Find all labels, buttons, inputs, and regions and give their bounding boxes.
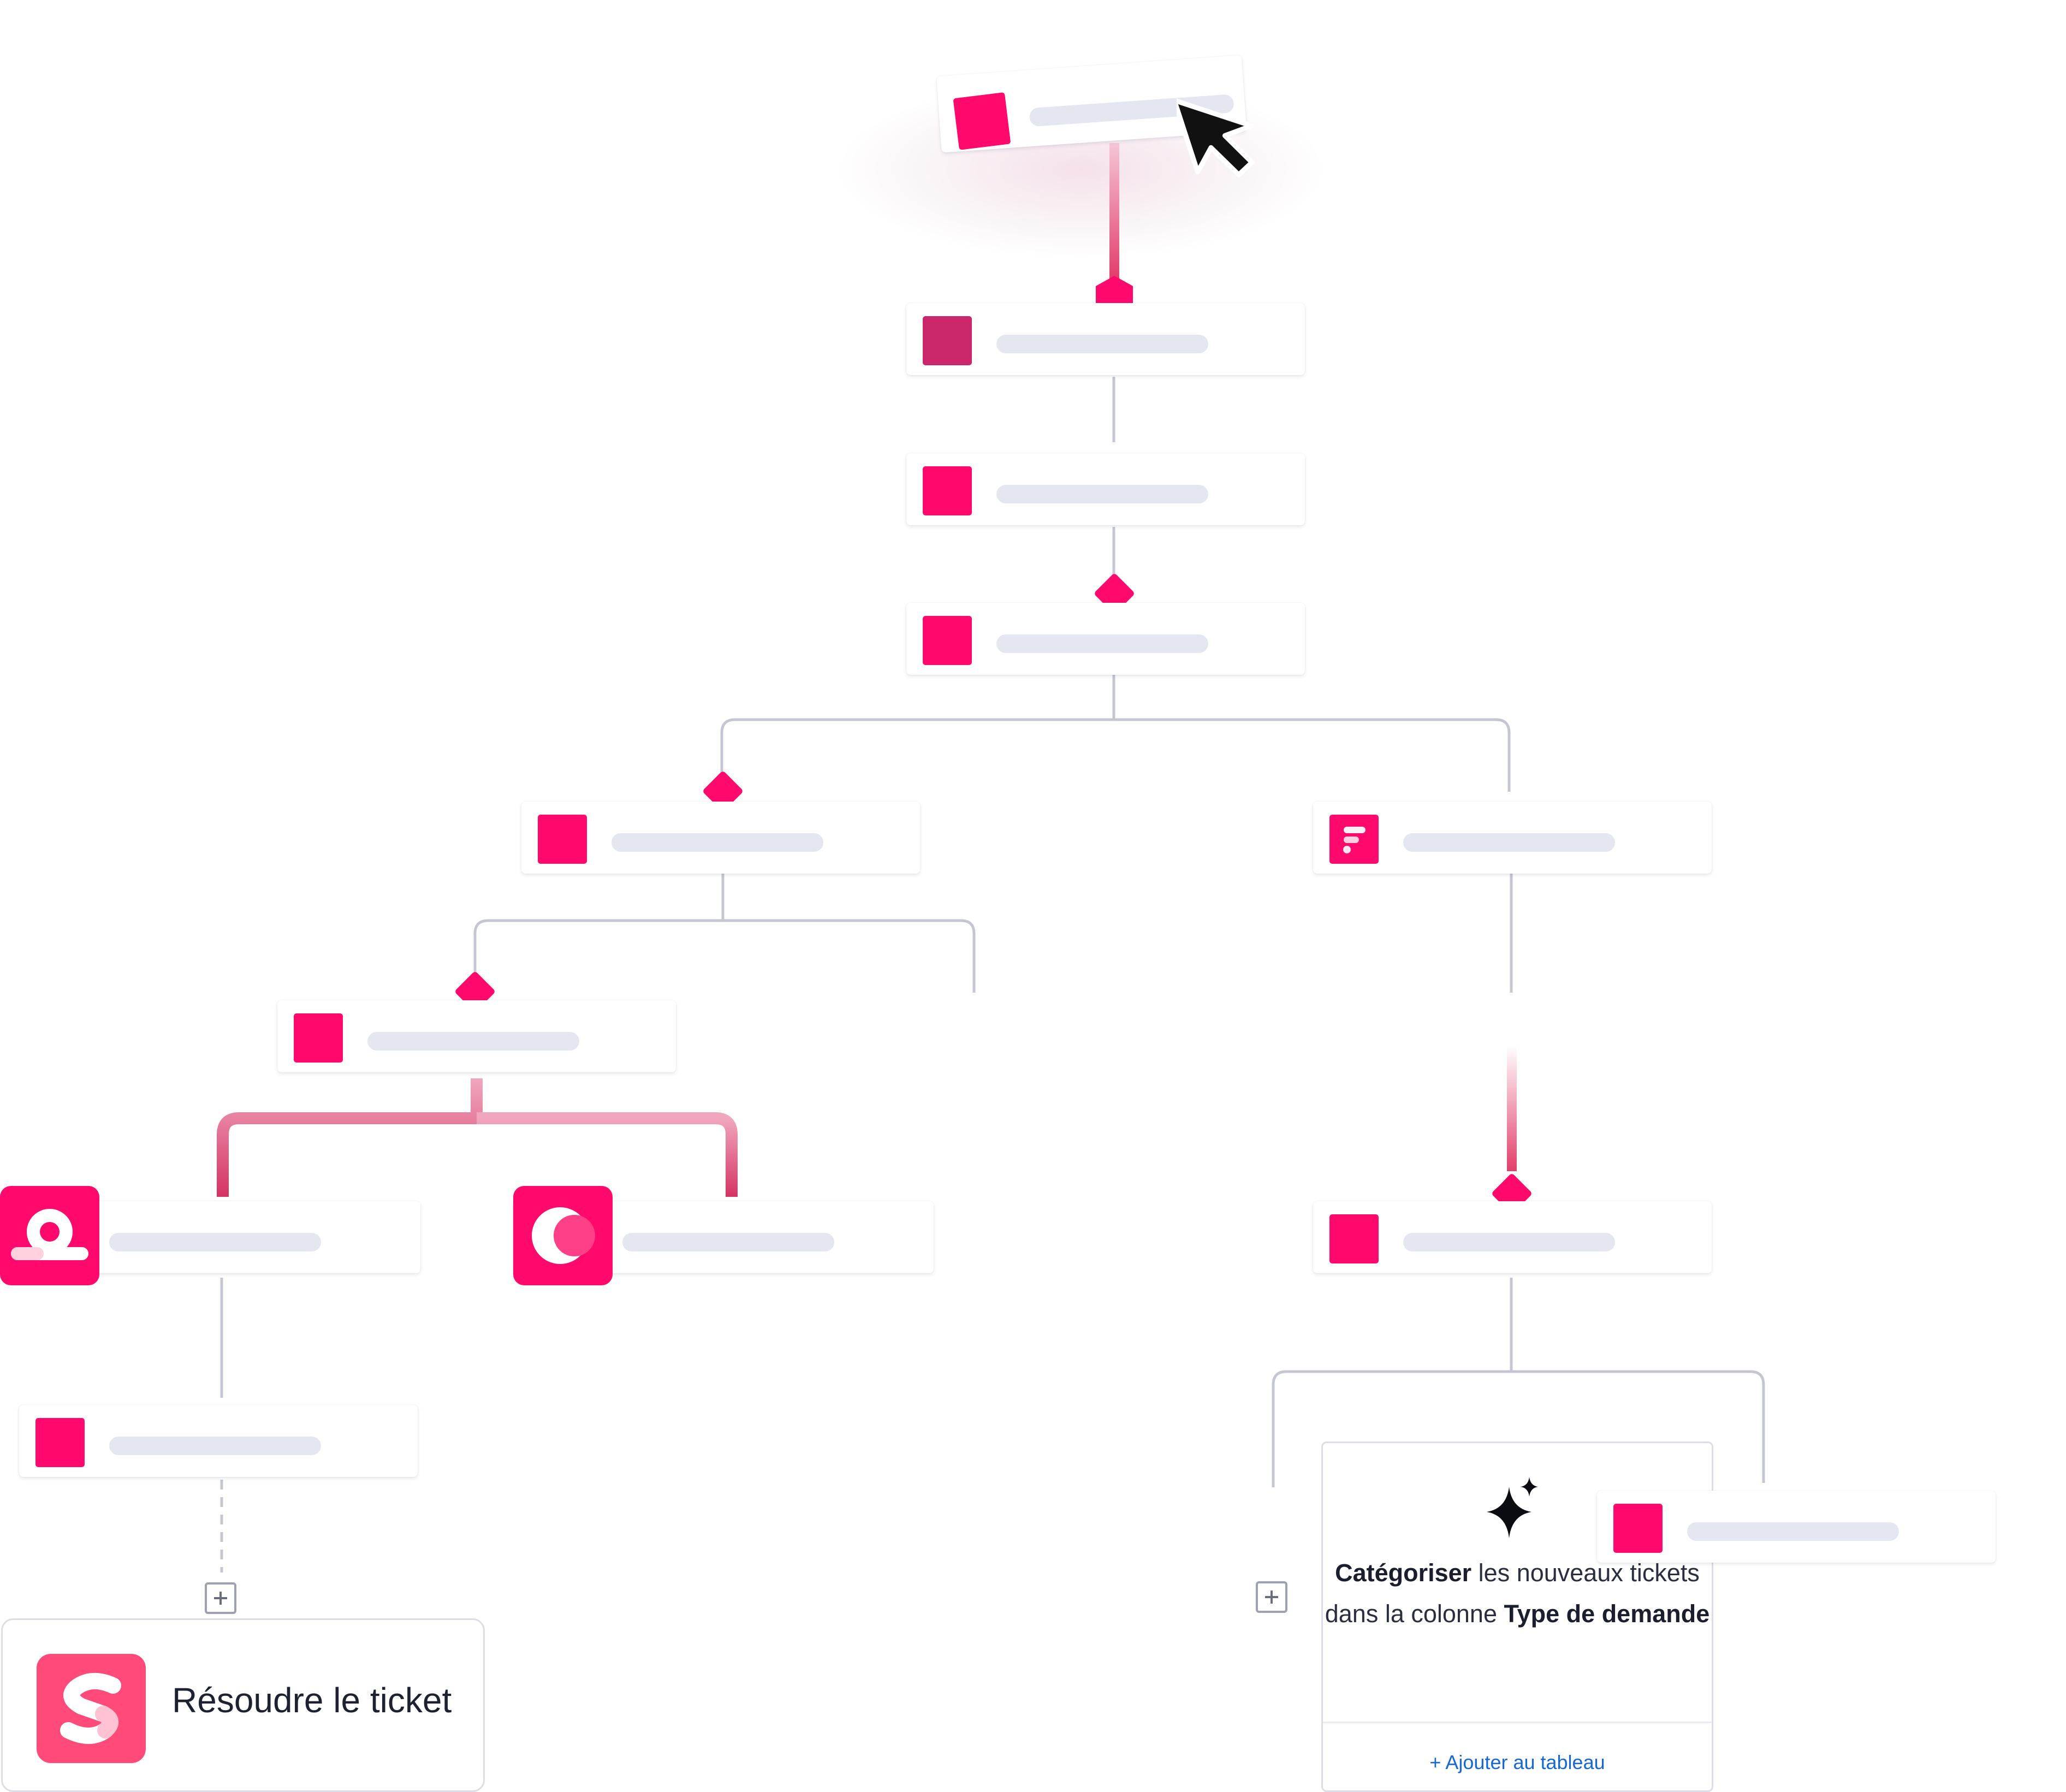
placeholder-bar bbox=[109, 1233, 321, 1251]
connector-branch-left bbox=[217, 1078, 483, 1197]
placeholder-bar bbox=[1403, 1233, 1615, 1251]
placeholder-bar bbox=[109, 1437, 321, 1455]
step-card[interactable] bbox=[277, 1000, 676, 1072]
app-icon bbox=[294, 1013, 343, 1063]
add-step-button[interactable] bbox=[205, 1582, 236, 1614]
app-logo-icon bbox=[37, 1654, 146, 1763]
connector-trigger bbox=[1109, 143, 1119, 278]
connector-5-left bbox=[473, 874, 725, 994]
placeholder-bar bbox=[996, 335, 1208, 353]
resolve-ticket-label: Résoudre le ticket bbox=[172, 1681, 452, 1720]
placeholder-bar bbox=[996, 485, 1208, 503]
placeholder-bar bbox=[996, 634, 1208, 653]
trigger-app-icon bbox=[953, 92, 1011, 150]
app-logo-icon bbox=[513, 1186, 613, 1285]
step-card[interactable] bbox=[1313, 802, 1712, 874]
highlighted-connectors bbox=[217, 143, 1517, 1197]
connector-4-right bbox=[1114, 718, 1511, 792]
app-icon bbox=[923, 616, 972, 665]
connector-right-active bbox=[1507, 1046, 1517, 1171]
connectors bbox=[220, 377, 1765, 1573]
step-card[interactable] bbox=[906, 453, 1305, 525]
step-card[interactable] bbox=[521, 802, 920, 874]
step-card[interactable] bbox=[1597, 1491, 1996, 1563]
ai-bold-action: Catégoriser bbox=[1335, 1559, 1472, 1587]
ai-suggestion-text: Catégoriser les nouveaux tickets dans la… bbox=[1323, 1552, 1712, 1634]
step-card[interactable] bbox=[19, 1405, 418, 1477]
ai-text-middle: les nouveaux tickets dans la colonne bbox=[1325, 1559, 1700, 1628]
placeholder-bar bbox=[622, 1233, 834, 1251]
app-icon bbox=[1329, 1214, 1379, 1263]
connector-4-left bbox=[720, 674, 1115, 792]
app-icon bbox=[923, 466, 972, 515]
forms-logo-icon bbox=[1343, 827, 1366, 853]
app-logo-icon bbox=[0, 1186, 99, 1285]
add-step-button[interactable] bbox=[1256, 1581, 1287, 1613]
cursor-icon bbox=[1177, 98, 1255, 177]
placeholder-bar bbox=[367, 1032, 579, 1051]
add-to-board-link[interactable]: + Ajouter au tableau bbox=[1429, 1751, 1605, 1773]
step-card[interactable] bbox=[1313, 1201, 1712, 1273]
connector-5-right-stub bbox=[723, 919, 976, 993]
resolve-ticket-card[interactable]: Résoudre le ticket bbox=[1, 1618, 485, 1792]
connector-11-left bbox=[1272, 1278, 1513, 1487]
placeholder-bar bbox=[1403, 833, 1615, 852]
junction-markers bbox=[455, 276, 1531, 1213]
forms-app-icon bbox=[1329, 815, 1379, 864]
app-icon bbox=[538, 815, 587, 864]
step-card[interactable] bbox=[906, 603, 1305, 675]
placeholder-bar bbox=[1687, 1522, 1899, 1541]
connector-branch-right bbox=[477, 1112, 738, 1197]
app-icon bbox=[1613, 1504, 1663, 1553]
ai-bold-column: Type de demande bbox=[1504, 1600, 1710, 1628]
divider bbox=[1323, 1722, 1712, 1723]
step-card[interactable] bbox=[906, 303, 1305, 375]
app-icon bbox=[35, 1418, 85, 1467]
sparkle-icon bbox=[1487, 1477, 1538, 1538]
diamond-marker bbox=[703, 772, 743, 811]
placeholder-bar bbox=[612, 833, 823, 852]
app-icon bbox=[923, 316, 972, 365]
connector-11-right bbox=[1511, 1370, 1765, 1483]
